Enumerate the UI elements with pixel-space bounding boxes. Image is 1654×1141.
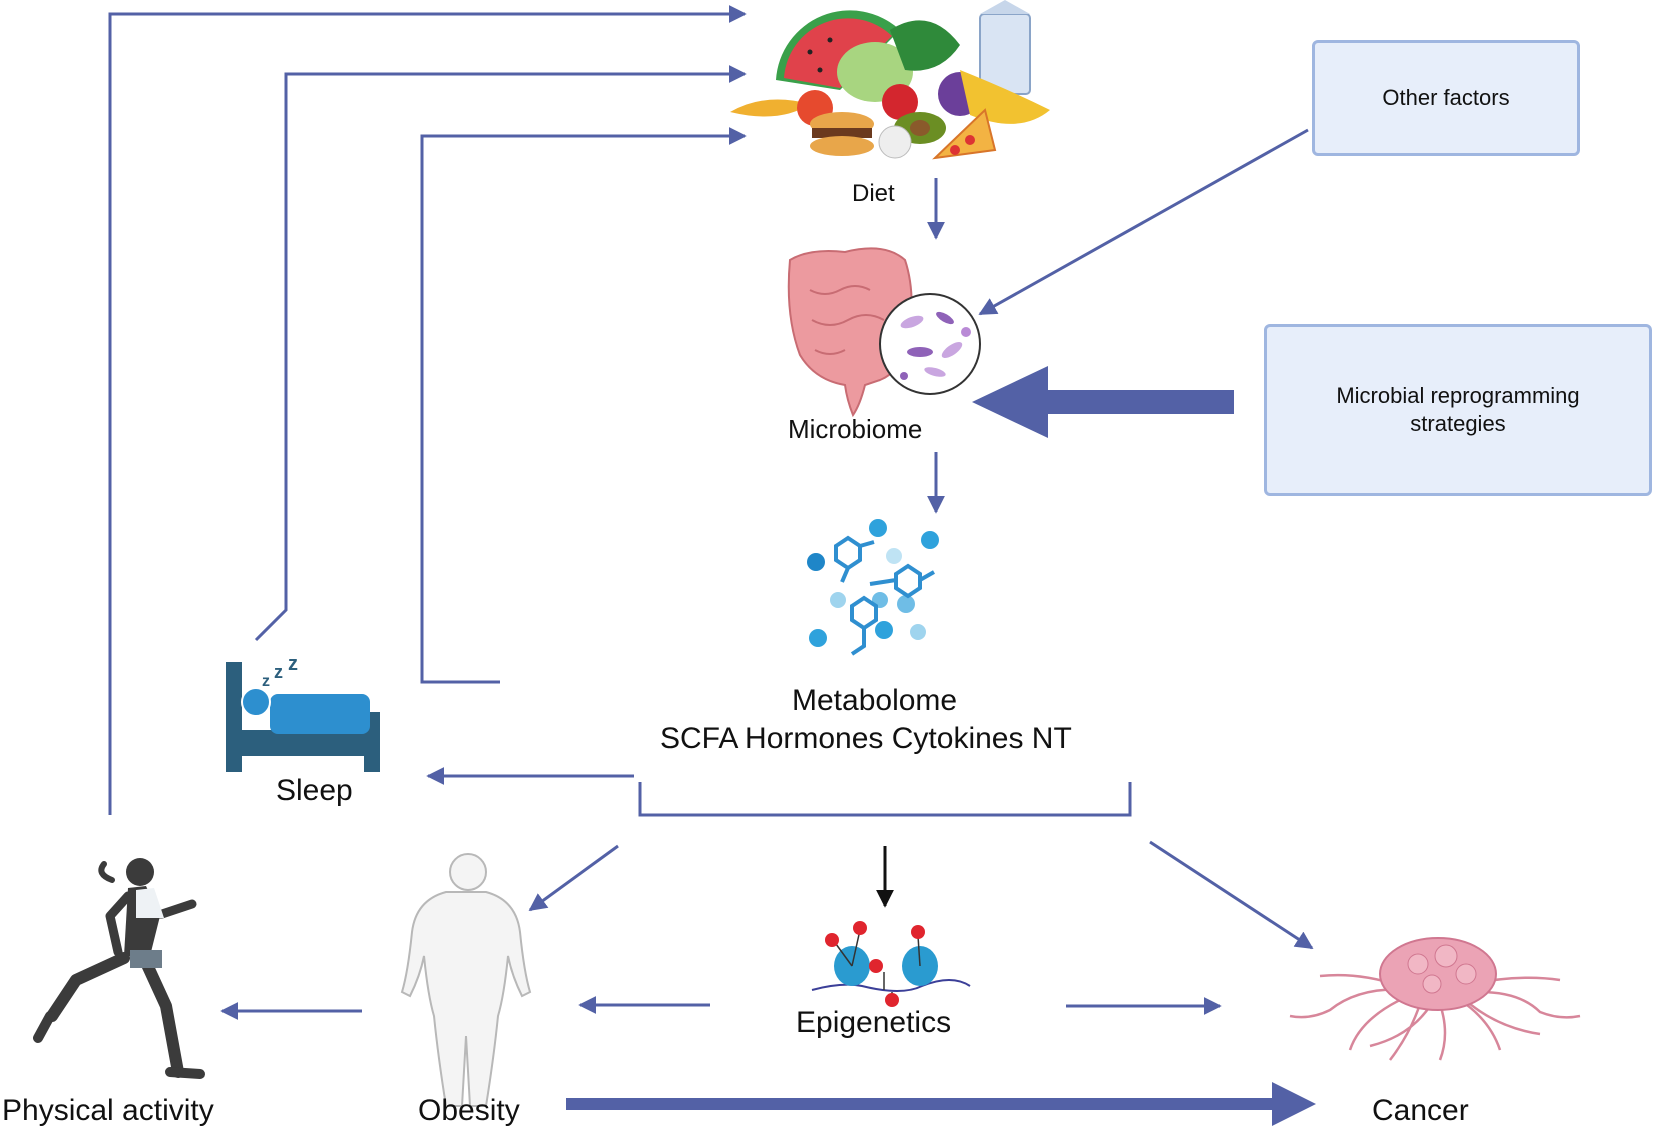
- physical-activity-to-diet-arrow: [108, 5, 747, 815]
- microbiome-label: Microbiome: [788, 414, 923, 444]
- microbial-reprogramming-line1: Microbial reprogramming: [1336, 383, 1580, 408]
- metabolome-to-diet-arrow: [420, 127, 747, 684]
- epigenetics-label: Epigenetics: [796, 1006, 952, 1039]
- metabolome-bracket: [638, 782, 1132, 817]
- microbial-reprogramming-box: Microbial reprogramming strategies: [1264, 324, 1652, 496]
- svg-text:z: z: [288, 653, 298, 675]
- obesity-to-cancer-big-arrow: [566, 1082, 1316, 1126]
- sleep-bed-icon: z z z: [226, 653, 380, 772]
- metabolome-molecules-illustration: [807, 519, 939, 656]
- runner-icon: [33, 858, 205, 1079]
- obesity-label: Obesity: [418, 1094, 520, 1127]
- microbial-reprogramming-big-arrow: [972, 366, 1234, 438]
- cancer-label: Cancer: [1372, 1094, 1469, 1127]
- sleep-label: Sleep: [276, 774, 353, 807]
- microbial-reprogramming-line2: strategies: [1410, 411, 1506, 436]
- metabolome-to-obesity-arrow: [528, 844, 619, 912]
- svg-text:z: z: [274, 662, 283, 682]
- metabolome-subtitle: SCFA Hormones Cytokines NT: [660, 722, 1072, 755]
- metabolome-title: Metabolome: [792, 684, 958, 717]
- physical-activity-label: Physical activity: [2, 1094, 214, 1127]
- metabolome-to-cancer-arrow: [1149, 840, 1314, 950]
- epigenetics-nucleosome-icon: [811, 921, 971, 1007]
- other-factors-text: Other factors: [1382, 85, 1510, 110]
- other-factors-arrow: [978, 128, 1309, 316]
- svg-text:z: z: [262, 673, 270, 690]
- sleep-to-diet-arrow: [254, 65, 747, 642]
- other-factors-box: Other factors: [1312, 40, 1580, 156]
- microbiome-gut-illustration: [787, 247, 981, 418]
- diet-food-illustration: [730, 0, 1050, 160]
- obesity-body-icon: [400, 853, 532, 1107]
- diet-label: Diet: [852, 180, 895, 207]
- cancer-tumor-icon: [1289, 937, 1581, 1061]
